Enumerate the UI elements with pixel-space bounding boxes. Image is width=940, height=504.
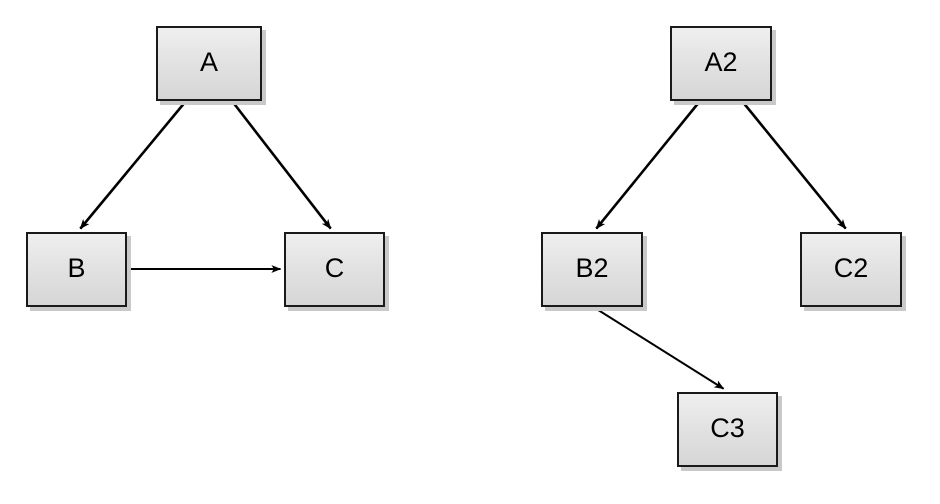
edge-a-to-c bbox=[230, 100, 332, 230]
node-c2[interactable]: C2 bbox=[800, 232, 902, 307]
node-label: C3 bbox=[710, 413, 745, 443]
node-c3[interactable]: C3 bbox=[677, 392, 778, 467]
node-label: C bbox=[324, 253, 345, 283]
node-a2[interactable]: A2 bbox=[670, 26, 772, 101]
node-label: C2 bbox=[833, 253, 869, 283]
edge-a2-to-b2 bbox=[595, 100, 702, 230]
node-b2[interactable]: B2 bbox=[541, 232, 643, 307]
node-b[interactable]: B bbox=[26, 232, 127, 307]
edge-b2-to-c3 bbox=[594, 307, 725, 390]
node-label: B bbox=[67, 253, 86, 283]
node-label: A2 bbox=[704, 47, 738, 77]
node-label: B2 bbox=[575, 253, 609, 283]
edge-a-to-b bbox=[79, 100, 188, 230]
node-c[interactable]: C bbox=[284, 232, 385, 307]
node-label: A bbox=[199, 47, 218, 77]
node-a[interactable]: A bbox=[156, 26, 262, 101]
edge-a2-to-c2 bbox=[740, 100, 847, 230]
